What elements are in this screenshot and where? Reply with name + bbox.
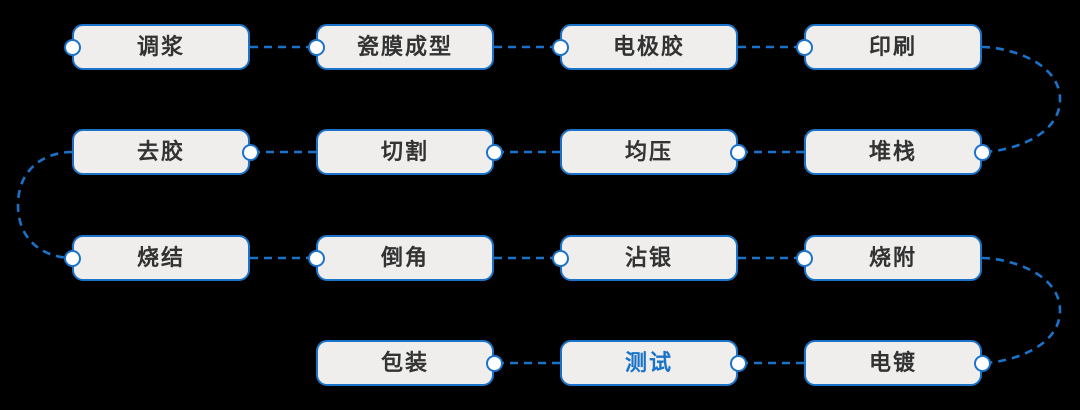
- process-node-label: 切割: [380, 139, 429, 164]
- process-node-label: 电极胶: [612, 34, 685, 59]
- connector-n12-to-n13: [981, 256, 1062, 365]
- process-node-n2[interactable]: 瓷膜成型: [316, 24, 494, 70]
- process-node-n6[interactable]: 均压: [560, 129, 738, 175]
- connector-port-n5[interactable]: [973, 143, 991, 161]
- process-node-n1[interactable]: 调浆: [72, 24, 250, 70]
- process-node-label: 沾银: [624, 245, 673, 270]
- process-node-n12[interactable]: 烧附: [804, 235, 982, 281]
- process-node-label: 烧附: [868, 245, 917, 270]
- process-node-n14[interactable]: 测试: [560, 340, 738, 386]
- process-node-label: 堆栈: [868, 139, 917, 164]
- connector-port-n15[interactable]: [485, 354, 503, 372]
- process-node-label: 倒角: [380, 245, 429, 270]
- process-node-label: 包装: [380, 350, 429, 375]
- process-node-n7[interactable]: 切割: [316, 129, 494, 175]
- connector-n4-to-n5: [981, 45, 1062, 154]
- connector-port-n7[interactable]: [485, 143, 503, 161]
- connector-port-n14[interactable]: [729, 354, 747, 372]
- process-node-n15[interactable]: 包装: [316, 340, 494, 386]
- process-node-label: 印刷: [868, 34, 917, 59]
- process-node-n13[interactable]: 电镀: [804, 340, 982, 386]
- connector-port-n3[interactable]: [551, 38, 569, 56]
- connector-port-n2[interactable]: [307, 38, 325, 56]
- connector-port-n9[interactable]: [63, 249, 81, 267]
- process-node-n3[interactable]: 电极胶: [560, 24, 738, 70]
- connector-port-n1[interactable]: [63, 38, 81, 56]
- process-node-n4[interactable]: 印刷: [804, 24, 982, 70]
- process-node-label: 电镀: [868, 350, 917, 375]
- process-node-n8[interactable]: 去胶: [72, 129, 250, 175]
- connector-port-n8[interactable]: [241, 143, 259, 161]
- process-node-label: 测试: [624, 350, 673, 375]
- process-node-label: 烧结: [136, 245, 185, 270]
- connector-port-n13[interactable]: [973, 354, 991, 372]
- process-node-n5[interactable]: 堆栈: [804, 129, 982, 175]
- connector-port-n4[interactable]: [795, 38, 813, 56]
- process-node-label: 均压: [624, 139, 673, 164]
- process-node-label: 调浆: [136, 34, 185, 59]
- process-node-label: 去胶: [136, 139, 185, 164]
- connector-port-n12[interactable]: [795, 249, 813, 267]
- connector-port-n6[interactable]: [729, 143, 747, 161]
- process-node-n9[interactable]: 烧结: [72, 235, 250, 281]
- connector-port-n10[interactable]: [307, 249, 325, 267]
- connector-port-n11[interactable]: [551, 249, 569, 267]
- process-node-label: 瓷膜成型: [356, 34, 453, 59]
- process-node-n11[interactable]: 沾银: [560, 235, 738, 281]
- process-node-n10[interactable]: 倒角: [316, 235, 494, 281]
- connector-n8-to-n9: [16, 150, 73, 260]
